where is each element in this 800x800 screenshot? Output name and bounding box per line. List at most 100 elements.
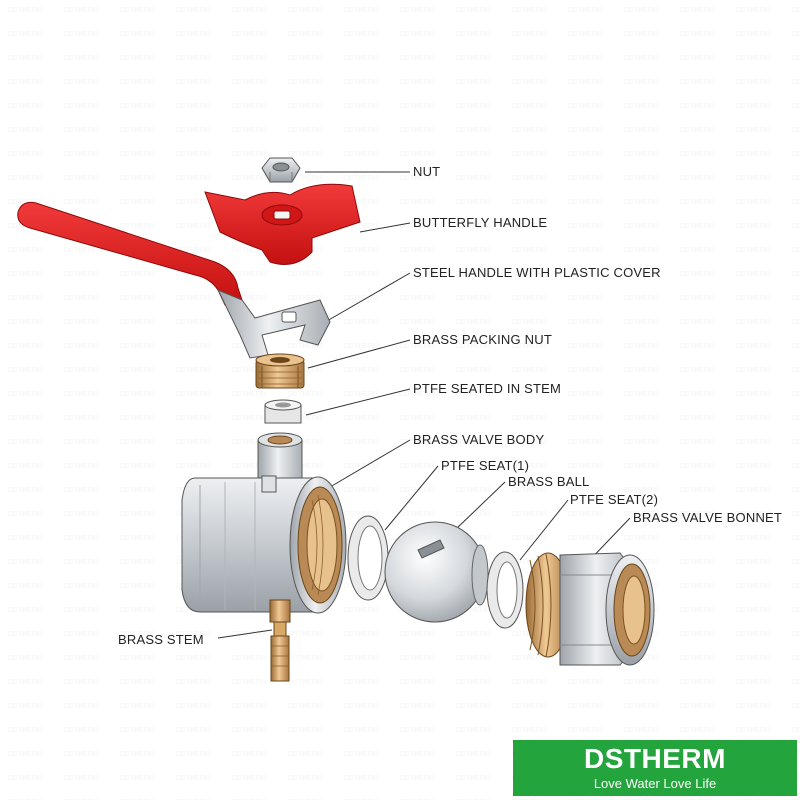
watermark-text: DSTHERM (736, 151, 771, 158)
watermark-text: DSTHERM (400, 775, 435, 782)
watermark-text: DSTHERM (792, 151, 800, 158)
watermark-text: DSTHERM (680, 463, 715, 470)
watermark-text: DSTHERM (792, 727, 800, 734)
watermark-text: DSTHERM (624, 175, 659, 182)
watermark-text: DSTHERM (400, 31, 435, 38)
watermark-text: DSTHERM (64, 79, 99, 86)
watermark-text: DSTHERM (176, 319, 211, 326)
label-butterfly-handle: BUTTERFLY HANDLE (413, 215, 548, 230)
watermark-text: DSTHERM (568, 223, 603, 230)
watermark-text: DSTHERM (512, 103, 547, 110)
watermark-text: DSTHERM (792, 583, 800, 590)
watermark-text: DSTHERM (232, 463, 267, 470)
watermark-text: DSTHERM (624, 463, 659, 470)
watermark-text: DSTHERM (64, 439, 99, 446)
watermark-text: DSTHERM (680, 175, 715, 182)
watermark-text: DSTHERM (120, 439, 155, 446)
watermark-text: DSTHERM (456, 151, 491, 158)
watermark-text: DSTHERM (64, 655, 99, 662)
watermark-grid: DSTHERM DSTHERM DSTHERM DSTHERM DSTHERM DSTHE… (8, 7, 800, 800)
label-brass-valve-bonnet: BRASS VALVE BONNET (633, 510, 783, 525)
watermark-text: DSTHERM (232, 175, 267, 182)
watermark-text: DSTHERM (64, 271, 99, 278)
watermark-text: DSTHERM (64, 343, 99, 350)
watermark-text: DSTHERM (64, 151, 99, 158)
brass-stem-part (269, 599, 291, 682)
watermark-text: DSTHERM (736, 199, 771, 206)
watermark-text: DSTHERM (680, 439, 715, 446)
watermark-text: DSTHERM (736, 391, 771, 398)
watermark-text: DSTHERM (568, 271, 603, 278)
brass-valve-body-part (181, 432, 347, 614)
watermark-text: DSTHERM (120, 223, 155, 230)
watermark-text: DSTHERM (8, 487, 43, 494)
ptfe-seat-1-part (347, 515, 389, 601)
watermark-text: DSTHERM (512, 559, 547, 566)
watermark-text: DSTHERM (64, 103, 99, 110)
watermark-text: DSTHERM (624, 535, 659, 542)
watermark-text: DSTHERM (568, 199, 603, 206)
watermark-text: DSTHERM (792, 127, 800, 134)
watermark-text: DSTHERM (680, 727, 715, 734)
watermark-text: DSTHERM (624, 487, 659, 494)
watermark-text: DSTHERM (120, 511, 155, 518)
watermark-text: DSTHERM (456, 463, 491, 470)
watermark-text: DSTHERM (400, 343, 435, 350)
watermark-text: DSTHERM (120, 319, 155, 326)
watermark-text: DSTHERM (512, 295, 547, 302)
watermark-text: DSTHERM (680, 679, 715, 686)
watermark-text: DSTHERM (344, 463, 379, 470)
watermark-text: DSTHERM (120, 415, 155, 422)
watermark-text: DSTHERM (624, 439, 659, 446)
watermark-text: DSTHERM (8, 247, 43, 254)
watermark-text: DSTHERM (176, 55, 211, 62)
watermark-text: DSTHERM (400, 703, 435, 710)
watermark-text: DSTHERM (232, 631, 267, 638)
watermark-text: DSTHERM (400, 319, 435, 326)
watermark-text: DSTHERM (456, 175, 491, 182)
watermark-text: DSTHERM (64, 247, 99, 254)
watermark-text: DSTHERM (400, 511, 435, 518)
label-brass-packing-nut: BRASS PACKING NUT (413, 332, 552, 347)
watermark-text: DSTHERM (792, 463, 800, 470)
watermark-text: DSTHERM (8, 391, 43, 398)
watermark-text: DSTHERM (176, 679, 211, 686)
ptfe-seat-2-part (486, 551, 524, 629)
watermark-text: DSTHERM (512, 247, 547, 254)
watermark-text: DSTHERM (624, 247, 659, 254)
watermark-text: DSTHERM (400, 7, 435, 14)
watermark-text: DSTHERM (344, 679, 379, 686)
watermark-text: DSTHERM (456, 319, 491, 326)
watermark-text: DSTHERM (512, 391, 547, 398)
watermark-text: DSTHERM (456, 775, 491, 782)
steel-handle-part (17, 201, 331, 359)
watermark-text: DSTHERM (568, 103, 603, 110)
watermark-text: DSTHERM (64, 55, 99, 62)
brass-packing-nut-part (255, 353, 305, 389)
watermark-text: DSTHERM (8, 511, 43, 518)
watermark-text: DSTHERM (624, 391, 659, 398)
watermark-text: DSTHERM (400, 247, 435, 254)
watermark-text: DSTHERM (680, 223, 715, 230)
watermark-text: DSTHERM (736, 367, 771, 374)
watermark-text: DSTHERM (232, 271, 267, 278)
watermark-text: DSTHERM (120, 487, 155, 494)
watermark-text: DSTHERM (568, 463, 603, 470)
watermark-text: DSTHERM (736, 103, 771, 110)
watermark-text: DSTHERM (624, 319, 659, 326)
watermark-text: DSTHERM (232, 415, 267, 422)
watermark-text: DSTHERM (400, 439, 435, 446)
watermark-text: DSTHERM (8, 151, 43, 158)
watermark-text: DSTHERM (288, 439, 323, 446)
watermark-text: DSTHERM (64, 631, 99, 638)
brand-logo-box: DSTHERM Love Water Love Life (513, 740, 797, 796)
watermark-text: DSTHERM (792, 415, 800, 422)
watermark-text: DSTHERM (512, 319, 547, 326)
watermark-text: DSTHERM (8, 607, 43, 614)
watermark-text: DSTHERM (736, 319, 771, 326)
watermark-text: DSTHERM (456, 439, 491, 446)
watermark-text: DSTHERM (792, 703, 800, 710)
watermark-text: DSTHERM (680, 103, 715, 110)
watermark-text: DSTHERM (680, 151, 715, 158)
watermark-text: DSTHERM (64, 127, 99, 134)
